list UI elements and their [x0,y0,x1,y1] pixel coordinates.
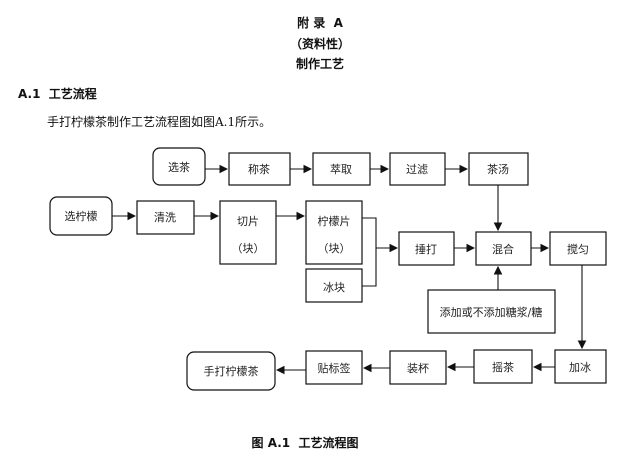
appendix-title: 制作工艺 [295,57,344,71]
box-lemon-slice [305,200,363,265]
box-sugar [427,289,556,334]
box-slice [219,200,277,265]
label-wash: 清洗 [154,211,176,224]
box-wash [136,200,195,235]
box-select-tea [152,147,206,186]
label-mix: 混合 [492,242,514,256]
appendix-type: （资料性） [289,37,350,51]
figure-caption: 图 A.1 工艺流程图 [251,436,359,450]
label-slice-1: 切片 [237,215,259,228]
appendix-heading: 附 录 A [297,16,343,30]
box-cup [389,350,447,385]
box-weigh-tea [228,152,291,186]
box-label [305,350,363,385]
label-cup: 装杯 [407,361,429,375]
box-ice-cubes [305,268,363,303]
label-pound: 捶打 [415,242,437,256]
label-select-tea: 选茶 [168,161,190,174]
label-slice-2: （块） [232,242,265,255]
label-tea-soup: 茶汤 [487,162,509,176]
label-filter: 过滤 [406,163,428,176]
label-lemon-slice-1: 柠檬片 [318,214,351,228]
label-extract: 萃取 [330,163,352,176]
label-final: 手打柠檬茶 [204,364,259,378]
label-ice-cubes: 冰块 [323,281,345,294]
label-weigh-tea: 称茶 [248,162,270,176]
box-filter [389,152,446,186]
label-label: 贴标签 [318,361,351,375]
box-tea-soup [468,152,529,186]
intro-paragraph: 手打柠檬茶制作工艺流程图如图A.1所示。 [47,115,272,129]
box-stir [549,231,607,266]
label-add-ice: 加冰 [569,361,591,374]
label-lemon-slice-2: （块） [318,242,351,255]
label-sugar: 添加或不添加糖浆/糖 [440,305,543,319]
label-select-lemon: 选柠檬 [65,209,98,223]
box-final [186,351,276,391]
section-heading: A.1 工艺流程 [18,87,97,101]
connectors [112,164,587,375]
label-stir: 搅匀 [567,242,589,256]
box-mix [475,231,532,266]
box-shake [473,349,533,384]
box-add-ice [554,349,607,384]
label-shake: 摇茶 [492,360,514,374]
